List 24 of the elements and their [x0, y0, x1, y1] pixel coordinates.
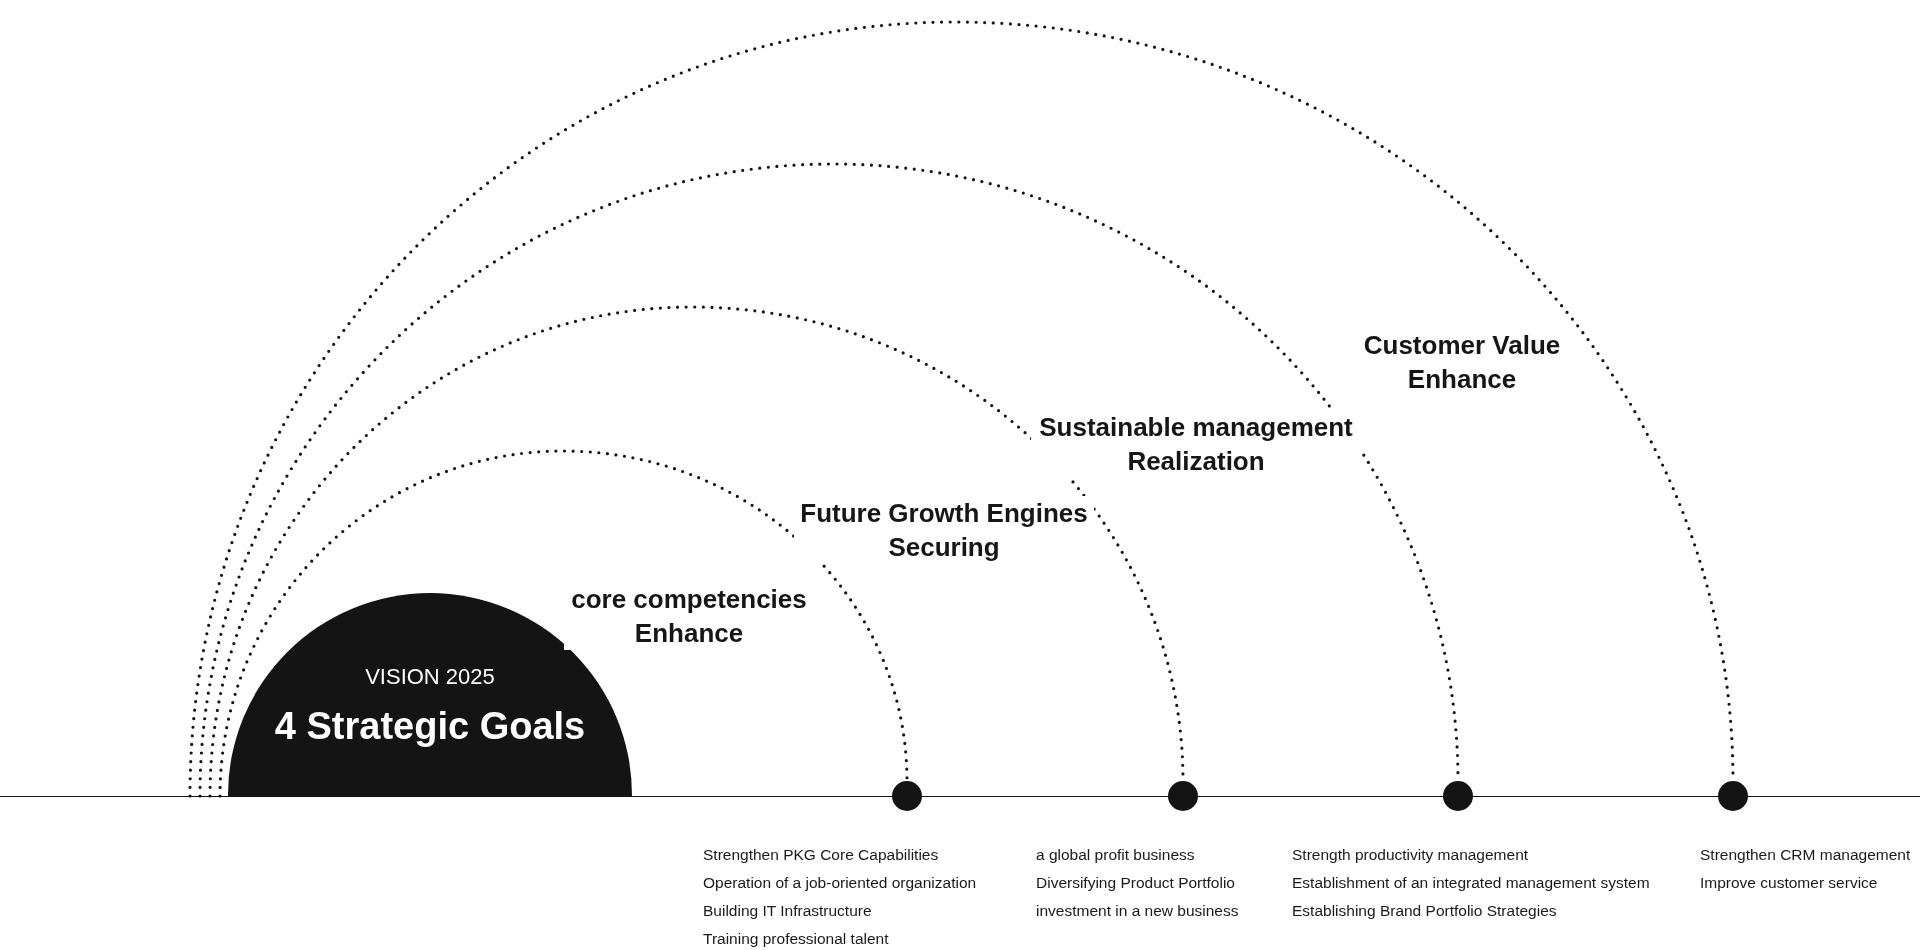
milestone-dot — [1168, 781, 1198, 811]
milestone-dot — [892, 781, 922, 811]
milestone-dot — [1443, 781, 1473, 811]
subtitle-text: VISION 2025 — [365, 664, 495, 690]
goal-item-text: a global profit business — [1036, 845, 1195, 865]
goal-item-text: Diversifying Product Portfolio — [1036, 873, 1235, 893]
dotted-arc — [218, 449, 909, 798]
goal-item-text: Establishment of an integrated management system — [1292, 873, 1650, 893]
goal-item-text: investment in a new business — [1036, 901, 1239, 921]
goal-item-text: Operation of a job-oriented organization — [703, 873, 977, 893]
goal-item-text: Strengthen PKG Core Capabilities — [703, 845, 939, 865]
goal-item-text: Building IT Infrastructure — [703, 901, 872, 921]
goal-title: Future Growth Engines Securing — [794, 496, 1094, 564]
dotted-arc — [208, 305, 1185, 798]
goal-item-text: Strength productivity management — [1292, 845, 1529, 865]
goal-item-text: Establishing Brand Portfolio Strategies — [1292, 901, 1557, 921]
dotted-arc — [188, 20, 1735, 798]
goal-title: Sustainable management Realization — [1031, 410, 1361, 478]
goal-item-text: Training professional talent — [703, 929, 889, 949]
heading-text: 4 Strategic Goals — [274, 704, 586, 749]
goal-item-text: Improve customer service — [1700, 873, 1878, 893]
dotted-arc — [198, 162, 1460, 798]
goal-item-text: Strengthen CRM management — [1700, 845, 1911, 865]
milestone-dot — [1718, 781, 1748, 811]
